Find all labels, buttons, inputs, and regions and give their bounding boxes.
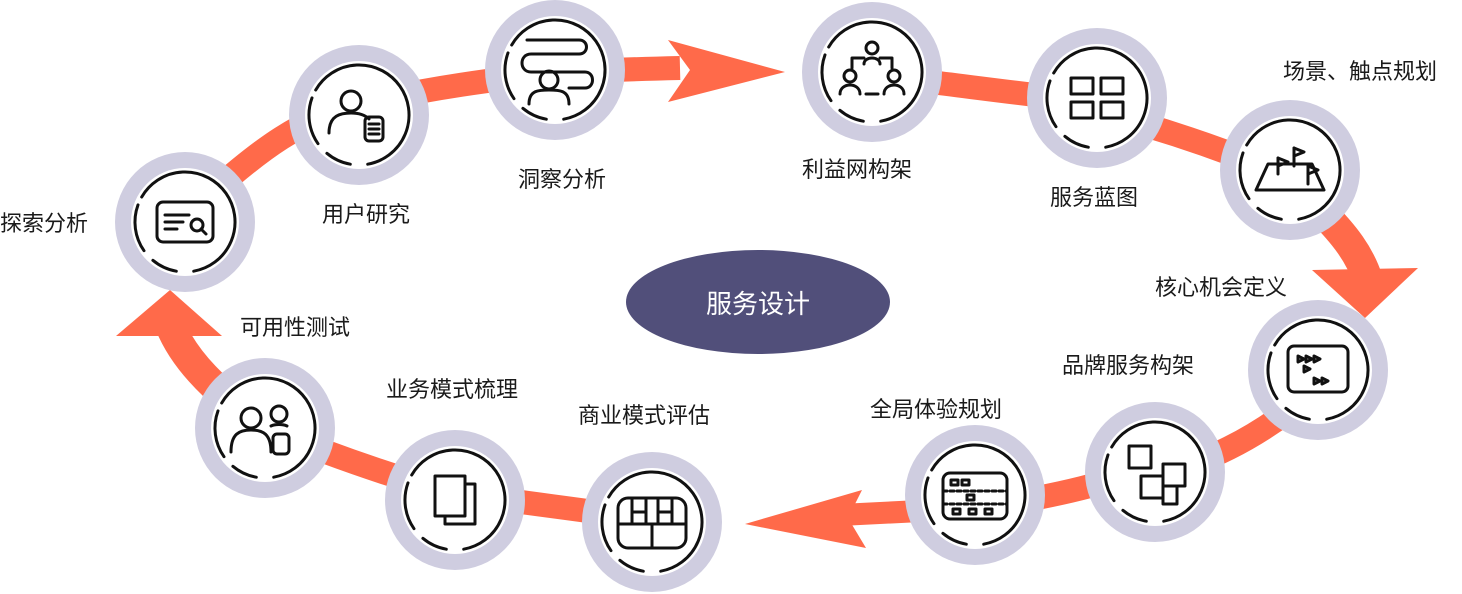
step-node [385, 430, 525, 570]
step-node [582, 452, 722, 592]
step-node [485, 0, 625, 140]
node-inner [501, 16, 609, 124]
step-label-brand: 品牌服务构架 [1062, 354, 1195, 379]
flags-map-icon [1254, 146, 1326, 192]
node-inner [211, 374, 319, 482]
node-outline [820, 20, 924, 123]
node-inner [401, 446, 509, 554]
node-outline [307, 63, 411, 166]
step-node [802, 2, 942, 142]
canvas-grid-icon [616, 496, 688, 550]
step-node [195, 358, 335, 498]
step-node [115, 152, 255, 292]
node-outline [1238, 118, 1342, 221]
step-node [1085, 402, 1225, 542]
center-ellipse [626, 250, 890, 354]
node-inner [598, 468, 706, 576]
node-inner [131, 168, 239, 276]
node-outline [213, 376, 317, 479]
arrow-head-bottom [745, 490, 866, 548]
swimlane-board-icon [941, 471, 1009, 521]
node-outline [133, 170, 237, 273]
center-title: 服务设计 [705, 289, 810, 320]
step-label-core-opportunity: 核心机会定义 [1155, 276, 1288, 301]
user-group-device-icon [229, 404, 291, 456]
step-label-stakeholder: 利益网构架 [802, 158, 913, 183]
step-node [1248, 300, 1388, 440]
step-label-blueprint: 服务蓝图 [1050, 186, 1139, 211]
play-board-icon [1286, 344, 1350, 394]
step-label-explore: 探索分析 [0, 212, 89, 237]
step-label-business-eval: 商业模式评估 [578, 404, 711, 429]
stakeholder-network-icon [838, 40, 906, 96]
card-search-icon [155, 200, 215, 244]
node-outline [923, 443, 1027, 546]
step-nodes [115, 0, 1388, 592]
node-outline [503, 18, 607, 121]
step-label-business-model: 业务模式梳理 [386, 378, 519, 403]
user-document-icon [327, 89, 385, 143]
arrow-head-left [116, 290, 222, 336]
step-node [905, 425, 1045, 565]
square-hierarchy-icon [1127, 444, 1187, 506]
node-inner [1264, 316, 1372, 424]
node-inner [1236, 116, 1344, 224]
arrow-head-top [668, 40, 785, 102]
user-path-icon [520, 38, 594, 106]
node-outline [403, 448, 507, 551]
node-inner [1043, 44, 1151, 152]
arrow-head-right [1312, 268, 1418, 318]
step-node [1220, 100, 1360, 240]
copy-pages-icon [433, 474, 477, 526]
grid-four-icon [1069, 76, 1125, 120]
step-node [1027, 28, 1167, 168]
step-label-user-research: 用户研究 [322, 203, 411, 228]
node-outline [1103, 420, 1207, 523]
step-label-insight: 洞察分析 [518, 168, 607, 193]
step-node [289, 45, 429, 185]
node-outline [1266, 318, 1370, 421]
node-outline [600, 470, 704, 573]
step-label-journey: 全局体验规划 [870, 398, 1003, 423]
node-inner [818, 18, 926, 126]
step-label-usability: 可用性测试 [240, 316, 351, 341]
node-outline [1045, 46, 1149, 149]
node-inner [1101, 418, 1209, 526]
step-label-scenario: 场景、触点规划 [1283, 60, 1438, 85]
